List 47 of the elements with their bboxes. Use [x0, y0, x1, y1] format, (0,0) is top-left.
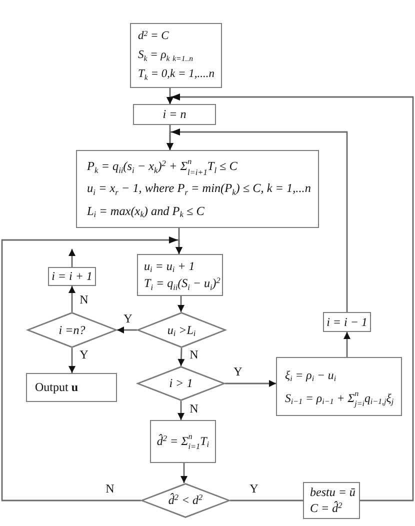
- process-box: [133, 104, 216, 125]
- flow-arrow: [178, 401, 184, 420]
- process-box: [276, 357, 402, 416]
- equation: bestu = ū: [310, 485, 356, 500]
- flow-arrow: [225, 380, 276, 387]
- equation: ξ$_{i}$ = ρ$_{i}$ − u$_{i}$: [285, 368, 336, 382]
- flow-arrow: [117, 326, 137, 334]
- equation: S$_{i−1}$ = ρ$_{i−1}$ + Σ$^{n}$$_{j=i}$q$_{i−1,j}$ξ$_{j}$: [285, 390, 394, 406]
- equation: d̂$^{2}$ = Σ$^{n}$$_{i=1}$T$_{i}$: [156, 434, 210, 449]
- flow-arrow: [344, 332, 350, 357]
- equation: u$_{i}$ = u$_{i}$ + 1: [144, 258, 195, 274]
- condition-text: i > 1: [169, 376, 193, 391]
- process-box: [150, 420, 216, 463]
- condition-text: i =n?: [58, 322, 86, 338]
- decision-diamond: [27, 312, 117, 348]
- process-box: [130, 23, 222, 88]
- decision-diamond: [137, 366, 225, 401]
- flow-arrow: [166, 94, 414, 502]
- condition-text: u$_{i}$ >L$_{i}$: [167, 322, 196, 338]
- equation: T$_{k}$ = 0,k = 1,....n: [138, 67, 214, 82]
- equation: i = i + 1: [52, 269, 92, 284]
- equation: T$_{i}$ = q$_{ii}$(S$_{i}$ − u$_{i}$)$^{2}$: [144, 276, 220, 292]
- equation: i = n: [162, 107, 186, 122]
- process-box: [137, 254, 223, 296]
- equation: C = d̂$^{2}$: [310, 501, 342, 516]
- equation: d$^{2}$ = C: [138, 29, 169, 44]
- output-text: Output u: [35, 380, 78, 395]
- flow-arrow: [178, 348, 185, 366]
- flow-arrow: [180, 463, 188, 483]
- process-box: [48, 267, 96, 286]
- process-box: [323, 312, 371, 332]
- process-box: [303, 482, 360, 519]
- equation: i = i − 1: [326, 314, 368, 330]
- flow-arrow: [68, 286, 76, 312]
- connector-line: [230, 500, 303, 502]
- process-box: [26, 373, 117, 402]
- equation: u$_{i}$ = x$_{r}$ − 1, where P$_{r}$ = min(P$_{k}$) ≤ C, k = 1,...n: [87, 181, 311, 197]
- flow-arrow: [68, 348, 76, 373]
- flow-arrow: [166, 128, 348, 312]
- decision-diamond: [141, 483, 230, 518]
- equation: P$_{k}$ = q$_{ii}$(s$_{i}$ − x$_{k}$)$^{2}$ + Σ$^{n}$$_{l=i+1}$T$_{l}$ ≤ C: [87, 159, 238, 174]
- decision-diamond: [137, 312, 226, 348]
- equation: L$_{i}$ = max(x$_{k}$) and P$_{k}$ ≤ C: [87, 204, 204, 219]
- flow-arrow: [178, 296, 184, 312]
- flow-arrow: [68, 249, 76, 267]
- condition-text: d̂$^{2}$ < d$^{2}$: [168, 493, 203, 508]
- process-box: [76, 150, 319, 228]
